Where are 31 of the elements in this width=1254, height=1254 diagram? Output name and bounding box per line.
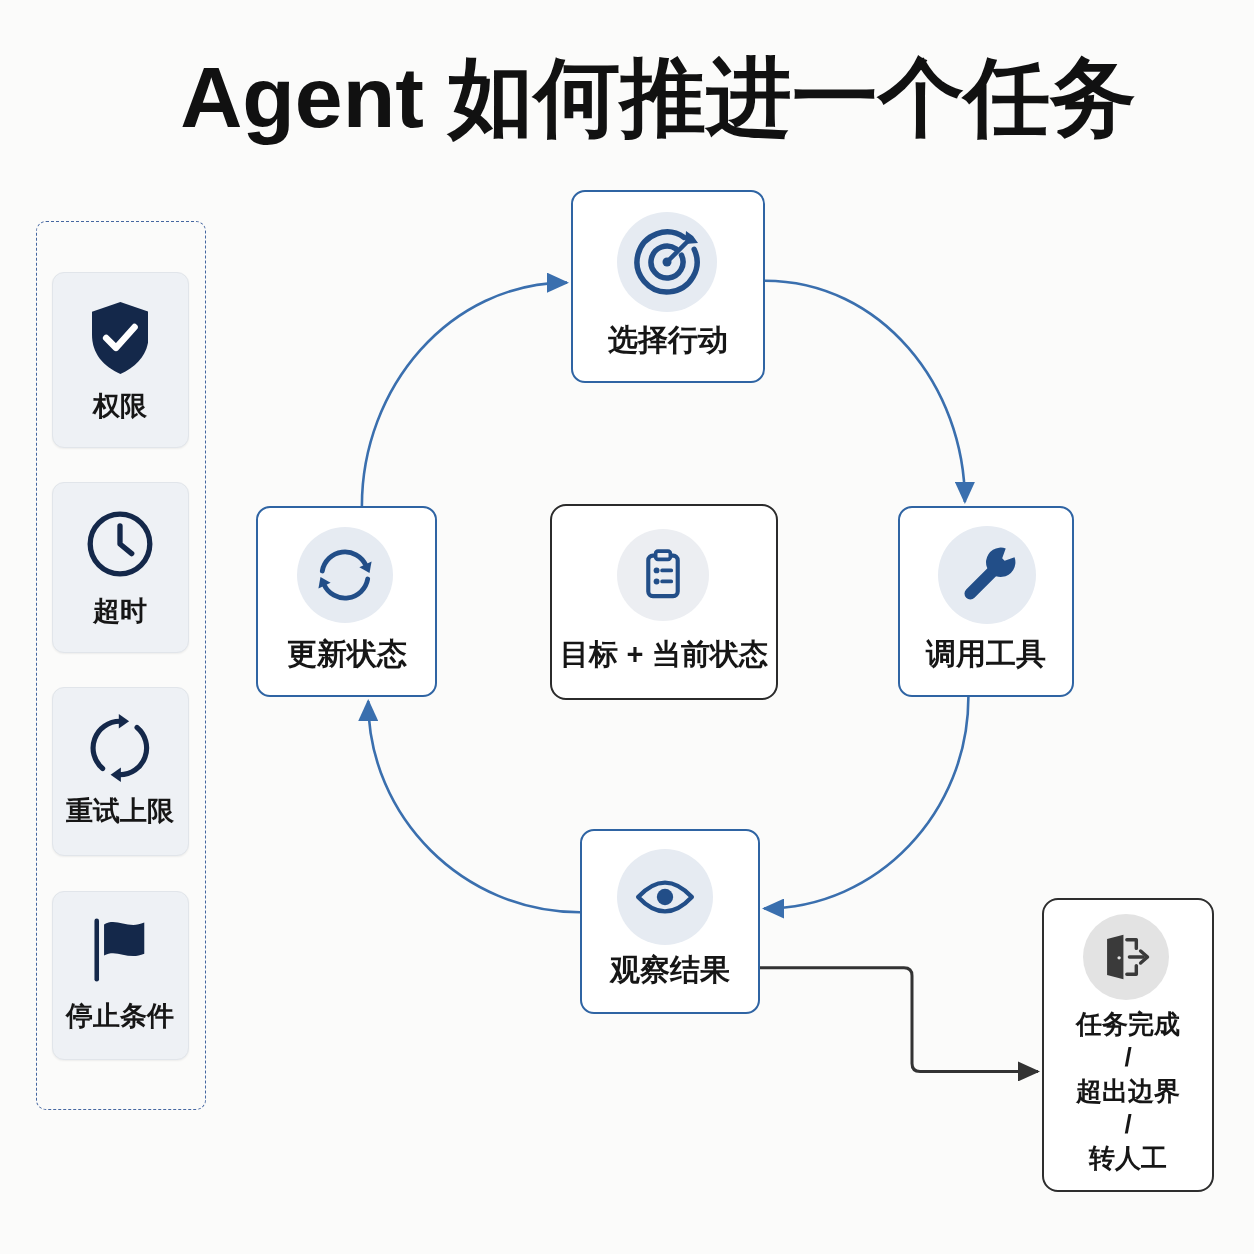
card-label: 权限: [91, 390, 148, 423]
card-label: 超出边界: [1075, 1074, 1181, 1108]
card-label: 调用工具: [924, 636, 1047, 672]
constraint-card: [51, 481, 189, 653]
card-label: 任务完成: [1074, 1007, 1181, 1041]
curved-arrow: [359, 699, 581, 914]
constraint-card: [51, 686, 189, 856]
curved-arrow: [762, 696, 970, 918]
card-label: 停止条件: [64, 1000, 175, 1033]
card-label: /: [1123, 1108, 1133, 1142]
step-card: [580, 829, 760, 1014]
card-label: 重试上限: [65, 795, 175, 828]
card-label: /: [1123, 1041, 1133, 1075]
card-label: 超时: [92, 595, 148, 628]
card-label: 转人工: [1087, 1141, 1168, 1175]
card-label: 选择行动: [607, 322, 729, 358]
title: Agent 如何推进一个任务: [180, 48, 1136, 147]
elbow-arrow: [760, 966, 1040, 1082]
constraint-card: [51, 890, 189, 1060]
curved-arrow: [360, 274, 569, 507]
step-card: [256, 506, 437, 697]
step-card: [898, 506, 1074, 697]
step-card: [571, 190, 765, 383]
card-label: 观察结果: [608, 952, 731, 988]
exit-card: [1042, 898, 1214, 1192]
card-label: 目标 + 当前状态: [559, 636, 769, 672]
card-label: 更新状态: [285, 636, 408, 672]
state-card: [550, 504, 778, 700]
constraint-card: [51, 271, 189, 448]
dashed-panel: [36, 221, 206, 1110]
curved-arrow: [764, 279, 974, 504]
